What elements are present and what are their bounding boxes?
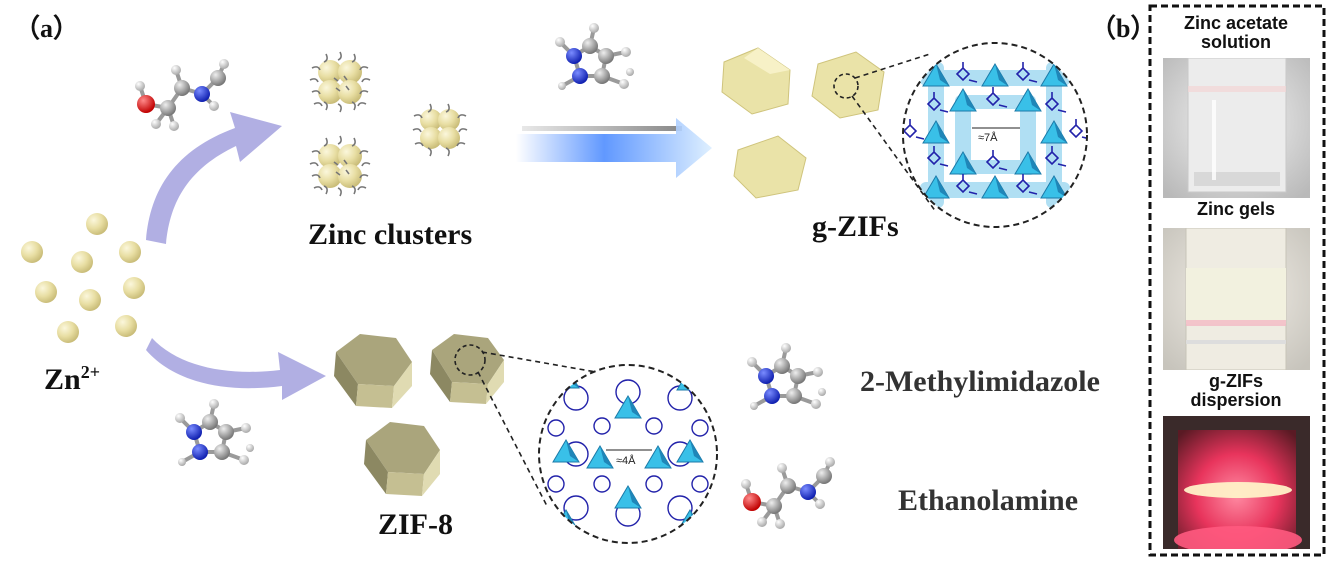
pore-label-small: ≈4Å	[616, 454, 636, 467]
caption-dispersion-line2: dispersion	[1190, 390, 1282, 410]
methylimidazole-molecule-left	[173, 397, 256, 468]
label-zn-ion: Zn2+	[44, 362, 100, 397]
photo-zinc-acetate-solution	[1163, 58, 1310, 198]
caption-solution-line2: solution	[1201, 32, 1271, 52]
photo-caption-gels: Zinc gels	[1196, 199, 1276, 219]
label-zif8: ZIF-8	[378, 508, 453, 541]
caption-dispersion-line1: g-ZIFs	[1209, 371, 1263, 391]
methylimidazole-molecule-top	[553, 21, 636, 92]
g-zif-framework-zoom: ≈7Å	[902, 42, 1088, 228]
g-zif-particles	[721, 47, 937, 213]
zinc-clusters-group	[309, 51, 468, 197]
route-arrow-down	[146, 338, 326, 400]
ethanolamine-molecule-top	[133, 57, 231, 133]
label-zinc-clusters: Zinc clusters	[308, 218, 473, 251]
panel-b-frame	[1148, 4, 1326, 557]
legend-ethanolamine-molecule	[739, 455, 837, 531]
label-zn: Zn	[44, 363, 81, 396]
zn-ions	[21, 213, 145, 343]
panel-label-b: （b）	[1090, 14, 1157, 43]
photo-zinc-gels	[1163, 228, 1310, 370]
route-arrow-up	[146, 112, 282, 244]
label-g-zifs: g-ZIFs	[812, 210, 899, 243]
label-methylimidazole: 2-Methylimidazole	[860, 365, 1100, 398]
photo-g-zifs-dispersion	[1163, 416, 1310, 549]
zif8-particles	[334, 334, 597, 509]
zif8-framework-zoom: ≈4Å	[538, 364, 718, 544]
label-ethanolamine: Ethanolamine	[898, 484, 1079, 517]
pore-label-large: ≈7Å	[978, 131, 998, 144]
photo-caption-solution: Zinc acetate solution	[1156, 14, 1316, 52]
photo-caption-dispersion: g-ZIFs dispersion	[1156, 372, 1316, 410]
legend-methylimidazole-molecule	[745, 341, 828, 412]
caption-solution-line1: Zinc acetate	[1183, 13, 1289, 33]
label-zn-charge: 2+	[80, 362, 100, 382]
flow-arrow	[516, 118, 712, 178]
panel-label-a: （a）	[14, 14, 80, 43]
